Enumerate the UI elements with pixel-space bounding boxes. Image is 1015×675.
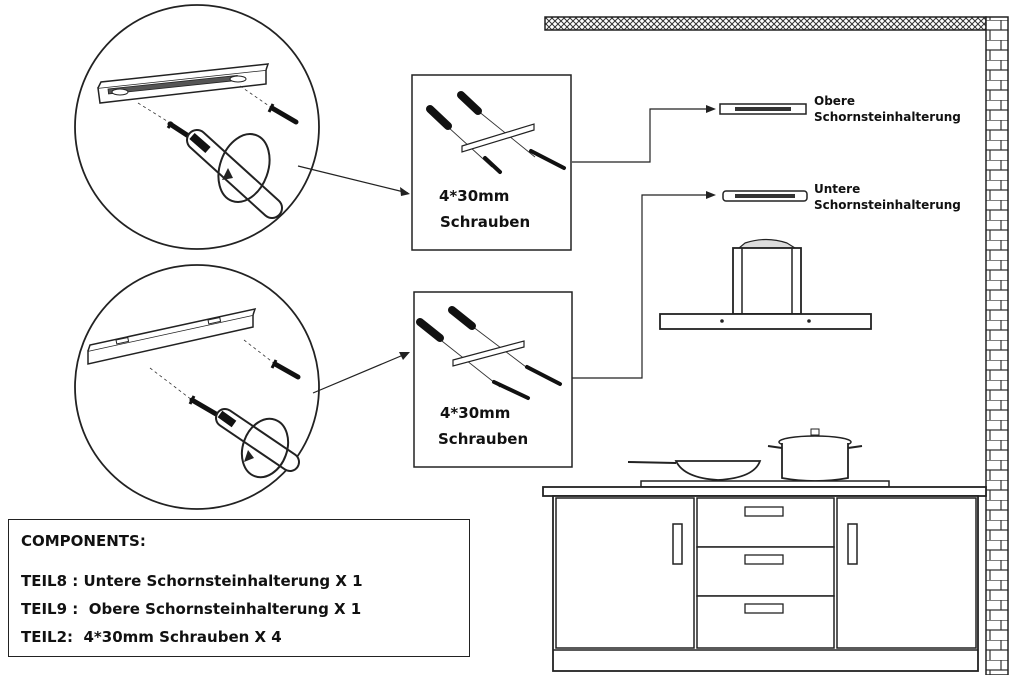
brick-wall <box>985 16 1009 675</box>
screw-anchor-icon <box>426 91 566 174</box>
upper-bracket-illustration <box>97 63 270 104</box>
lower-chimney-bracket <box>722 190 808 202</box>
screwdriver-icon <box>215 408 300 479</box>
cabinet-door-right <box>836 497 977 649</box>
upper-bracket-label-line1: Obere <box>814 94 855 108</box>
screw-word-text: Schrauben <box>440 213 531 231</box>
component-row: TEIL9 : Obere Schornsteinhalterung X 1 <box>21 600 362 618</box>
components-title: COMPONENTS: <box>21 532 146 550</box>
lower-bracket-label: Untere Schornsteinhalterung <box>814 181 961 213</box>
screwdriver-icon <box>186 129 283 219</box>
ceiling <box>544 16 987 31</box>
cooking-pot <box>767 428 863 482</box>
lower-bracket-label-line1: Untere <box>814 182 861 196</box>
components-list: COMPONENTS: TEIL8 : Untere Schornsteinha… <box>8 519 470 657</box>
leader-lower-bracket <box>572 191 716 379</box>
screw-box-lower <box>413 291 573 468</box>
detail-circle-upper-bracket <box>74 4 320 250</box>
screw-label-lower: 4*30mm Schrauben <box>438 400 528 452</box>
cabinet-door-left <box>555 497 695 649</box>
lower-bracket-label-line2: Schornsteinhalterung <box>814 198 961 212</box>
bracket-small-icon <box>452 340 525 367</box>
frying-pan <box>627 460 762 481</box>
arrow-upper-detail <box>297 165 410 196</box>
component-row: TEIL2: 4*30mm Schrauben X 4 <box>21 628 282 646</box>
detail-circle-lower-bracket <box>74 264 320 510</box>
upper-bracket-label-line2: Schornsteinhalterung <box>814 110 961 124</box>
screw-box-upper <box>411 74 572 251</box>
component-row: TEIL8 : Untere Schornsteinhalterung X 1 <box>21 572 363 590</box>
screw-size-text: 4*30mm <box>439 187 510 205</box>
screw-icon <box>149 367 219 417</box>
lower-bracket-illustration <box>87 307 257 365</box>
screw-label-upper: 4*30mm Schrauben <box>439 183 530 235</box>
upper-chimney-bracket <box>719 103 807 115</box>
range-hood <box>659 238 872 330</box>
leader-upper-bracket <box>572 105 716 163</box>
screw-word-text: Schrauben <box>438 430 529 448</box>
drawer-stack <box>696 497 835 649</box>
bracket-small-icon <box>461 123 535 153</box>
screw-icon <box>243 339 301 380</box>
screw-size-text: 4*30mm <box>440 404 511 422</box>
screw-icon <box>137 102 193 140</box>
arrow-lower-detail <box>312 352 410 394</box>
screw-icon <box>239 85 299 125</box>
upper-bracket-label: Obere Schornsteinhalterung <box>814 93 961 125</box>
